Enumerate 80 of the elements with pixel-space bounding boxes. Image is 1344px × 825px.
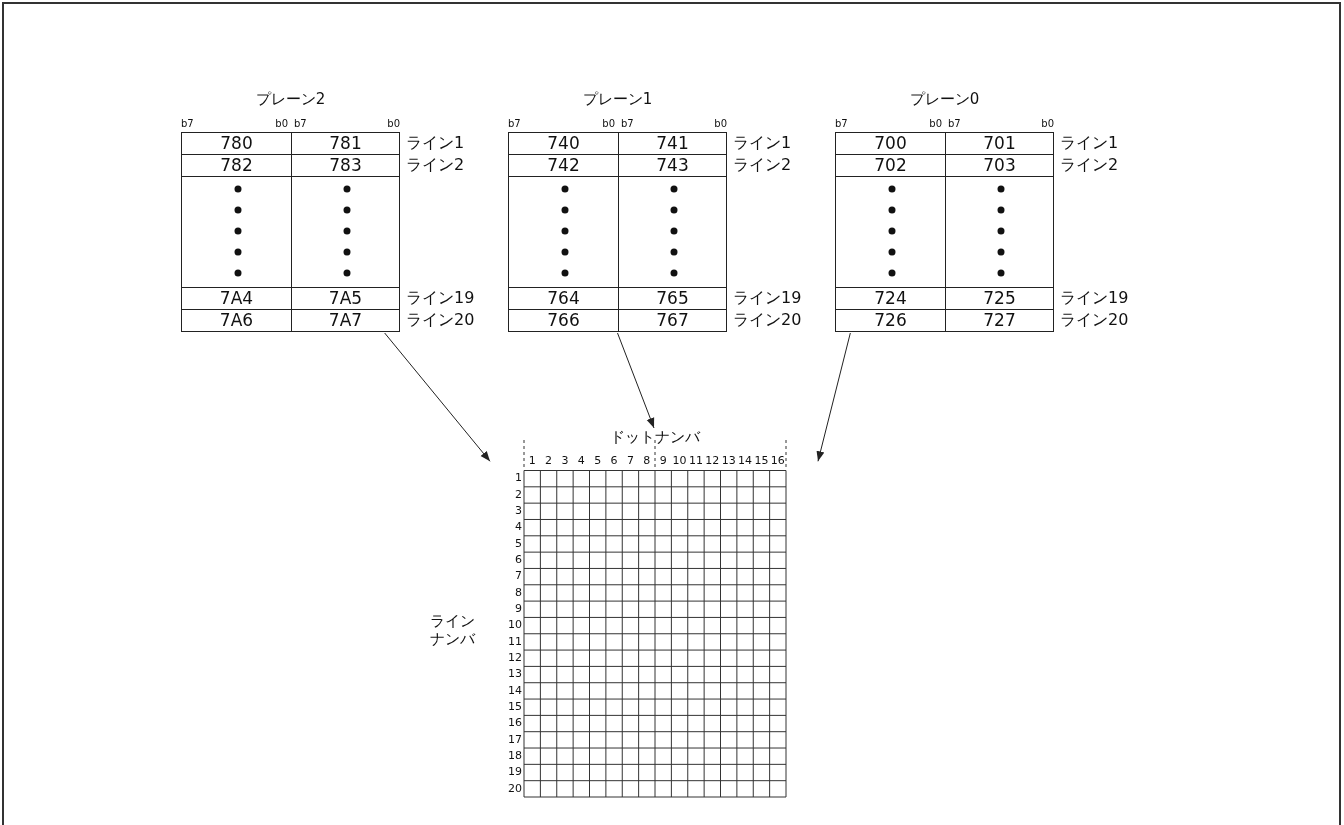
row-number: 12 [507,651,522,664]
line-label: ライン20 [406,310,475,330]
column-number: 11 [687,454,704,467]
line-label: ライン2 [733,155,792,175]
address-cell: 740 [508,132,619,155]
address-cell: 767 [618,309,727,332]
bit-label: b7 [835,118,848,130]
line-label: ライン2 [1060,155,1119,175]
line-label: ライン19 [1060,288,1129,308]
column-number: 3 [560,454,570,467]
column-number: 7 [625,454,635,467]
bit-label: b7 [181,118,194,130]
column-number: 9 [658,454,668,467]
column-number: 8 [642,454,652,467]
column-number: 4 [576,454,586,467]
plane-title: プレーン1 [581,90,654,109]
row-number: 13 [507,667,522,681]
row-number: 15 [507,700,522,714]
row-number: 14 [507,683,522,697]
row-number: 20 [507,781,522,795]
column-number: 1 [527,454,537,467]
row-number: 16 [507,716,522,730]
bit-label: b0 [1041,118,1054,130]
row-number: 1 [514,471,522,485]
line-label: ライン20 [1060,310,1129,330]
row-number: 8 [514,585,522,599]
row-number: 18 [507,749,522,763]
column-number: 16 [769,454,786,467]
address-cell: 7A6 [181,309,292,332]
address-cell: 7A7 [291,309,400,332]
axis-title: ラインナンバ [430,612,477,648]
line-label: ライン19 [406,288,475,308]
address-cell: 726 [835,309,946,332]
bit-label: b0 [602,118,615,130]
address-cell: 780 [181,132,292,155]
row-number: 7 [514,569,522,583]
arrow [816,332,851,462]
address-cell: 700 [835,132,946,155]
arrow [384,332,491,462]
arrow [617,332,655,429]
column-number: 12 [704,454,721,467]
bit-label: b7 [508,118,521,130]
column-number: 5 [593,454,603,467]
bit-label: b0 [929,118,942,130]
row-number: 17 [507,732,522,746]
bit-label: b7 [948,118,961,130]
address-cell: 727 [945,309,1054,332]
column-number: 6 [609,454,619,467]
address-cell: 741 [618,132,727,155]
bit-label: b0 [714,118,727,130]
line-label: ライン2 [406,155,465,175]
row-number: 6 [514,552,522,566]
line-label: ライン19 [733,288,802,308]
bit-label: b0 [387,118,400,130]
column-number: 15 [753,454,770,467]
address-cell: 781 [291,132,400,155]
plane-title: プレーン0 [908,90,981,109]
column-number: 10 [671,454,688,467]
row-number: 3 [514,503,522,517]
address-cell: 766 [508,309,619,332]
line-label: ライン1 [1060,133,1119,153]
column-number: 14 [737,454,754,467]
row-number: 2 [514,487,522,501]
column-number: 13 [720,454,737,467]
row-number: 10 [507,618,522,632]
line-label: ライン1 [406,133,465,153]
row-number: 9 [514,601,522,615]
plane-title: プレーン2 [254,90,327,109]
row-number: 19 [507,765,522,779]
row-number: 4 [514,520,522,534]
line-label: ライン20 [733,310,802,330]
row-number: 11 [507,634,522,648]
bit-label: b7 [621,118,634,130]
bit-label: b0 [275,118,288,130]
line-label: ライン1 [733,133,792,153]
bit-label: b7 [294,118,307,130]
column-number: 2 [544,454,554,467]
row-number: 5 [514,536,522,550]
address-cell: 701 [945,132,1054,155]
grid-heading: ドットナンバ [609,428,702,447]
